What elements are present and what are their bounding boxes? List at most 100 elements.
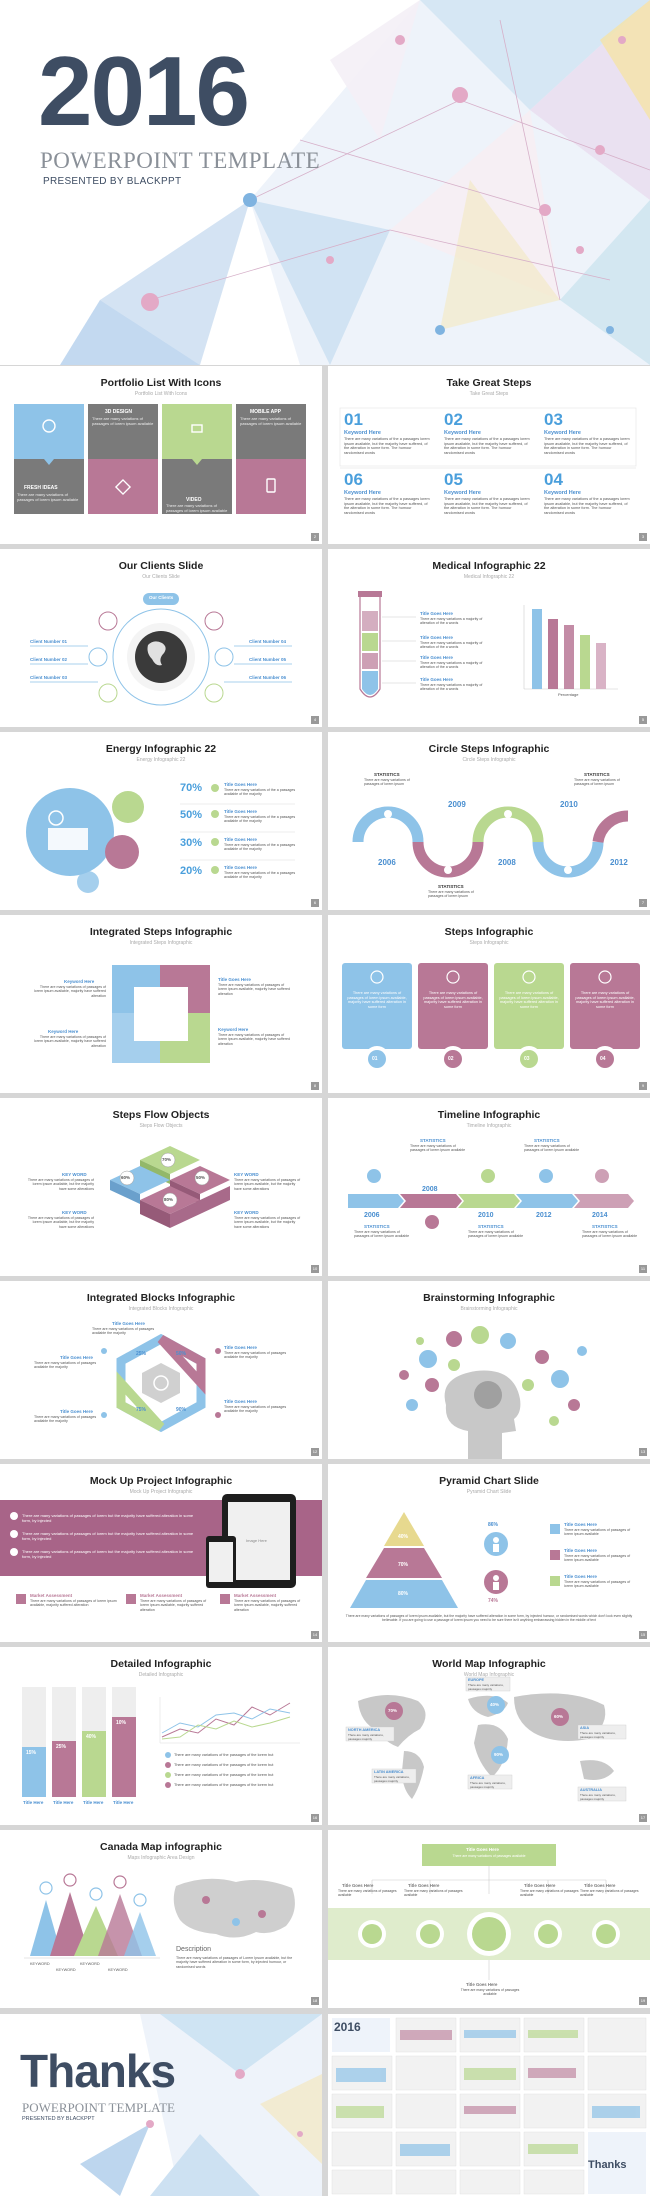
thumbnail-thanks: Thanks (588, 2159, 627, 2171)
thanks-slide[interactable]: Thanks POWERPOINT TEMPLATE PRESENTED BY … (0, 2014, 322, 2196)
energy-text: There are many variations of the a passa… (224, 815, 296, 824)
tree-item-text: There are many variations of passages av… (580, 1889, 639, 1898)
client-label: Client Number 02 (30, 657, 68, 662)
slide-title: Detailed Infographic (110, 1658, 212, 1670)
slide-take-great-steps[interactable]: Take Great Steps Take Great Steps 01 Key… (328, 366, 650, 544)
energy-percent: 30% (180, 837, 203, 849)
slide-process-tree[interactable]: Title Goes Here There are many variation… (328, 1830, 650, 2008)
slide-steps-flow-objects[interactable]: Steps Flow Objects Steps Flow Objects 70… (0, 1098, 322, 1276)
slide-energy-infographic[interactable]: Energy Infographic 22 Energy Infographic… (0, 732, 322, 910)
slide-canada-map[interactable]: Canada Map infographic Maps Infographic … (0, 1830, 322, 2008)
bar-label: Title Here (113, 1800, 134, 1805)
slide-subtitle: Circle Steps Infographic (462, 757, 516, 763)
slide-title: Take Great Steps (446, 377, 532, 389)
block-text: There are many variations of passages av… (224, 1405, 287, 1414)
slide-mock-up-project[interactable]: Mock Up Project Infographic Mock Up Proj… (0, 1464, 322, 1642)
pyramid-percent: 40% (398, 1534, 409, 1540)
slide-title: Timeline Infographic (437, 1109, 541, 1121)
energy-circles (26, 784, 295, 893)
pyramid-item-title: Title Goes Here (564, 1574, 597, 1579)
slide-subtitle: Our Clients Slide (142, 574, 180, 580)
legend-text: There are many variations of the passage… (174, 1763, 274, 1767)
page-number: 9 (639, 1082, 647, 1090)
portfolio-text-1: There are many variations of passages of… (17, 492, 79, 502)
energy-title: Title Goes Here (224, 865, 257, 870)
region-percent: 70% (388, 1708, 398, 1713)
step-keyword: Keyword Here (344, 430, 381, 436)
medical-item-title: Title Goes Here (420, 635, 453, 640)
region-text: There are many variations, passages majo… (374, 1775, 410, 1783)
slide-title: Brainstorming Infographic (423, 1292, 555, 1304)
legend-text: There are many variations of the passage… (174, 1773, 274, 1777)
year-label: 2010 (560, 800, 578, 809)
slide-subtitle: Timeline Infographic (466, 1123, 512, 1129)
slide-integrated-blocks[interactable]: Integrated Blocks Infographic Integrated… (0, 1281, 322, 1459)
slide-title: Canada Map infographic (100, 1841, 222, 1853)
region-label: NORTH AMERICA (348, 1728, 381, 1732)
slide-brainstorming[interactable]: Brainstorming Infographic Brainstorming … (328, 1281, 650, 1459)
slide-circle-steps[interactable]: Circle Steps Infographic Circle Steps In… (328, 732, 650, 910)
tree-item-text: There are many variations of passages av… (460, 1988, 520, 1997)
pyramid-item-text: There are many variations of passages of… (564, 1528, 631, 1537)
slide-steps-infographic[interactable]: Steps Infographic Steps Infographic Ther… (328, 915, 650, 1093)
map-description-title: Description (176, 1946, 212, 1953)
bar-label: Title Here (53, 1800, 74, 1805)
slide-integrated-steps[interactable]: Integrated Steps Infographic Integrated … (0, 915, 322, 1093)
steps-grid-lines (339, 407, 637, 469)
step-number: 05 (444, 470, 463, 489)
block-title: Title Goes Here (60, 1355, 93, 1360)
slide-subtitle: Integrated Steps Infographic (129, 940, 193, 946)
slide-title: Portfolio List With Icons (100, 377, 222, 389)
slide-detailed-infographic[interactable]: Detailed Infographic Detailed Infographi… (0, 1647, 322, 1825)
mockup-bullet: There are many variations of passages of… (22, 1531, 194, 1541)
step-keyword: Keyword Here (344, 490, 381, 496)
block-title: Title Goes Here (224, 1345, 257, 1350)
client-label: Client Number 06 (249, 675, 287, 680)
step-text: There are many variations of the a passa… (344, 497, 430, 516)
slide-world-map[interactable]: World Map Infographic World Map Infograp… (328, 1647, 650, 1825)
cover-presenter: PRESENTED BY BLACKPPT (43, 176, 182, 187)
market-text: There are many variations of passages of… (234, 1599, 301, 1612)
bar-label: Title Here (83, 1800, 104, 1805)
legend-text: There are many variations of the passage… (174, 1753, 274, 1757)
energy-title: Title Goes Here (224, 837, 257, 842)
stat-text: There are many variations of passages of… (574, 778, 620, 787)
medical-item-text: There are many variations a majority of … (420, 661, 483, 670)
page-number: 7 (639, 899, 647, 907)
people-percent: 86% (488, 1522, 499, 1528)
slide-our-clients[interactable]: Our Clients Slide Our Clients Slide Our … (0, 549, 322, 727)
tree-item-text: There are many variations of passages av… (338, 1889, 397, 1898)
slide-pyramid-chart[interactable]: Pyramid Chart Slide Pyramid Chart Slide … (328, 1464, 650, 1642)
pyramid-item-title: Title Goes Here (564, 1548, 597, 1553)
slide-portfolio-list[interactable]: Portfolio List With Icons Portfolio List… (0, 366, 322, 544)
page-number: 10 (311, 1265, 319, 1273)
keyword-label: KEY WORD (234, 1172, 259, 1177)
step-text: There are many variations of the a passa… (344, 437, 430, 456)
slide-subtitle: Integrated Blocks Infographic (128, 1306, 194, 1312)
cover-slide: 2016 POWERPOINT TEMPLATE PRESENTED BY BL… (0, 0, 650, 365)
mockup-bullet: There are many variations of passages of… (22, 1513, 194, 1523)
step-keyword: Keyword Here (444, 490, 481, 496)
slide-title: Circle Steps Infographic (428, 743, 550, 755)
slide-subtitle: Pyramid Chart Slide (466, 1489, 512, 1495)
step-keyword: Keyword Here (544, 490, 581, 496)
step-number: 02 (444, 410, 463, 429)
block-text: There are many variations of passages av… (92, 1327, 155, 1336)
world-map-graphic (345, 1676, 627, 1802)
slide-subtitle: Brainstorming Infographic (460, 1306, 518, 1312)
slide-timeline-infographic[interactable]: Timeline Infographic Timeline Infographi… (328, 1098, 650, 1276)
tree-top-title: Title Goes Here (466, 1847, 499, 1852)
overview-thumbnails[interactable]: 2016 Thanks (328, 2014, 650, 2196)
page-number: 14 (311, 1631, 319, 1639)
slide-medical-infographic[interactable]: Medical Infographic 22 Medical Infograph… (328, 549, 650, 727)
flow-percent: 80% (164, 1197, 174, 1202)
legend-text: There are many variations of the passage… (174, 1783, 274, 1787)
bar-percent: 15% (26, 1750, 37, 1756)
bar-label: Title Here (23, 1800, 44, 1805)
portfolio-label-4: MOBILE APP (250, 409, 281, 415)
keyword-text: There are many variations of passages of… (27, 1178, 94, 1191)
region-text: There are many variations, passages majo… (580, 1731, 616, 1739)
keyword-label: KEY WORD (234, 1210, 259, 1215)
step-number: 04 (600, 1056, 606, 1062)
thanks-polygon-art (80, 2014, 322, 2196)
